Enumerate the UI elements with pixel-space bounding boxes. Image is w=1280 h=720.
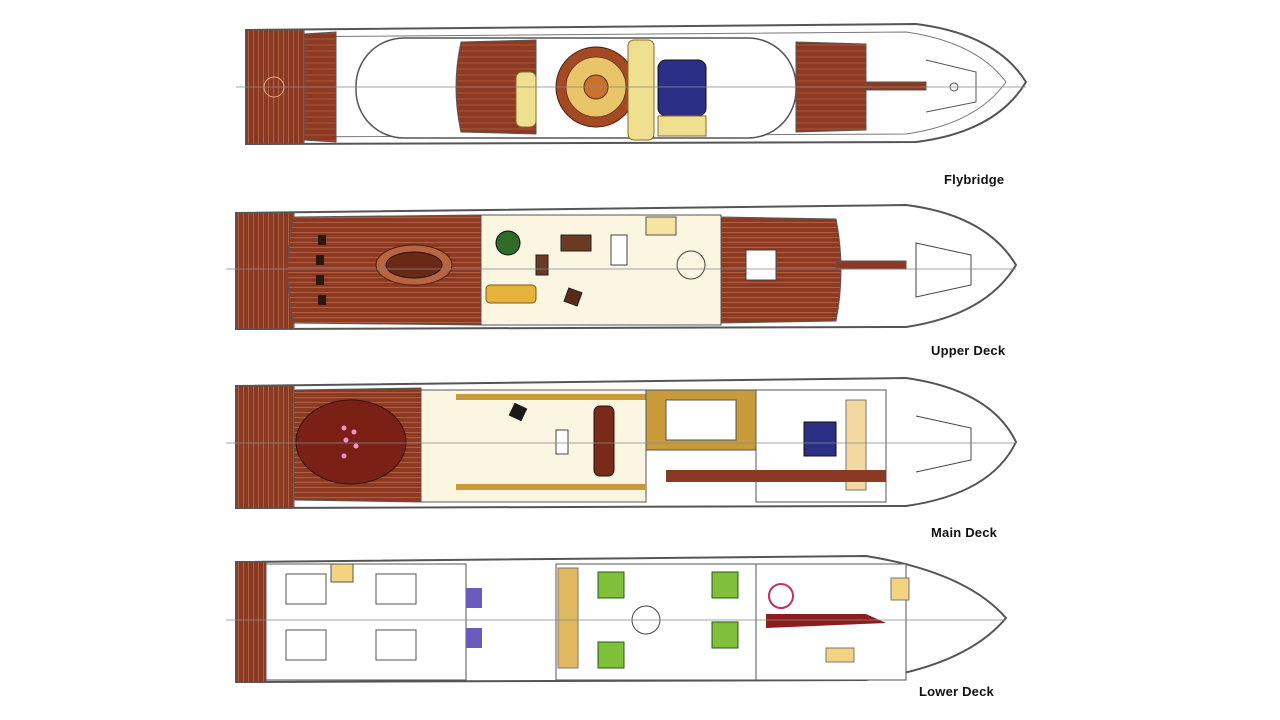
deck-label-flybridge: Flybridge — [944, 172, 1005, 187]
deck-plan-upper-deck — [226, 195, 1026, 337]
deck-plan-lower-deck — [226, 548, 1016, 686]
deck-label-lower-deck: Lower Deck — [919, 684, 994, 699]
flybridge-drawing — [236, 22, 1028, 146]
flybridge-seating — [515, 71, 537, 128]
upper-deck-drawing — [226, 203, 1018, 331]
upper-deck-game-table — [495, 230, 521, 256]
lower-deck-drawing — [226, 554, 1008, 684]
upper-deck-forward-teak — [720, 216, 842, 324]
lower-deck-crew-mess — [766, 614, 886, 628]
lower-deck-generators — [466, 588, 482, 648]
lower-deck-engine-room — [265, 563, 467, 681]
upper-deck-salon — [480, 214, 722, 326]
deck-plan-flybridge — [226, 12, 1036, 162]
upper-deck-tender — [915, 242, 972, 298]
deck-label-main-deck: Main Deck — [931, 525, 998, 540]
upper-deck-bar — [485, 284, 537, 304]
deck-plan-main-deck — [226, 370, 1026, 515]
main-deck-lights — [341, 425, 359, 459]
flybridge-spa-pool — [657, 59, 707, 117]
main-deck-master-bed — [803, 421, 837, 457]
deck-label-upper-deck: Upper Deck — [931, 343, 1006, 358]
main-deck-drawing — [226, 376, 1018, 510]
main-deck-dining-table — [593, 405, 615, 477]
lower-deck-beds — [597, 571, 739, 669]
